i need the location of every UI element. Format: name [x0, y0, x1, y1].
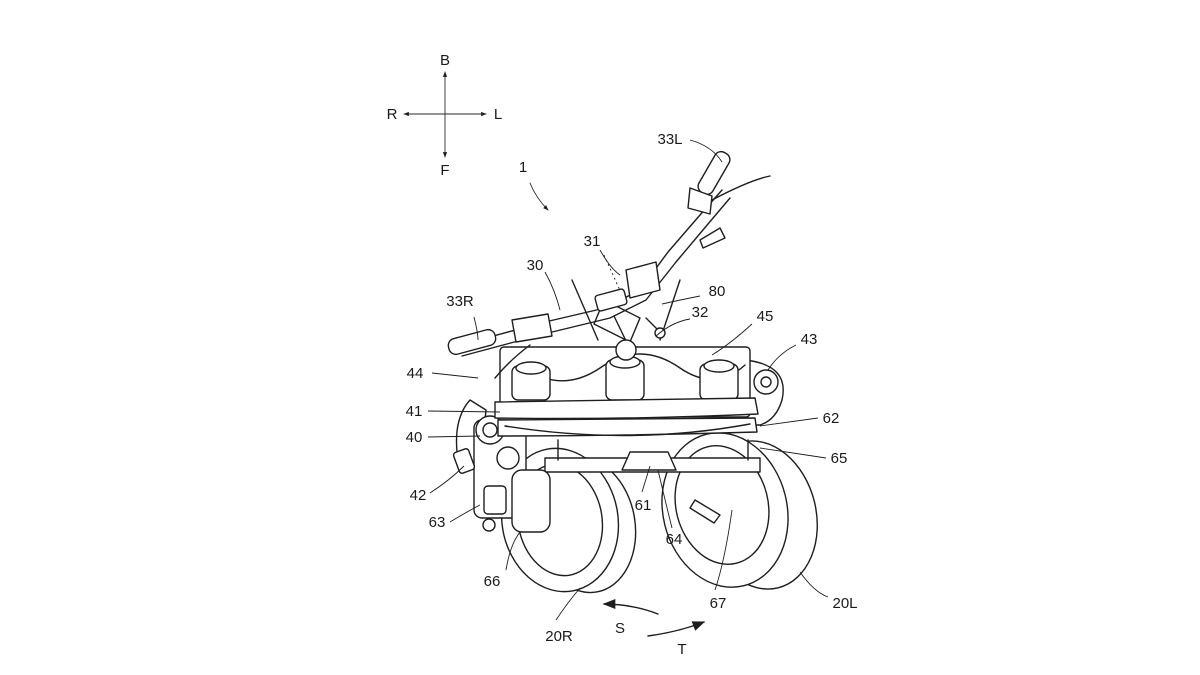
label-42: 42 — [410, 487, 427, 504]
label-44: 44 — [407, 365, 424, 382]
steering-stem — [571, 254, 681, 361]
leader-lines — [427, 139, 829, 621]
lateral-arms — [494, 397, 759, 437]
label-62: 62 — [823, 410, 840, 427]
label-66: 66 — [484, 573, 501, 590]
label-33r: 33R — [446, 293, 474, 310]
wheel-hub-mark — [689, 499, 721, 524]
left-front-wheel — [661, 432, 818, 590]
direction-compass: B F R L — [387, 52, 503, 179]
handlebar-clamp — [625, 261, 661, 299]
compass-back-label: B — [440, 52, 450, 69]
reference-labels: 33L 33R 30 31 80 32 45 43 44 41 40 42 63… — [406, 131, 858, 658]
left-lever — [711, 175, 771, 201]
label-31: 31 — [584, 233, 601, 250]
label-64: 64 — [666, 531, 683, 548]
arrow-s — [602, 598, 659, 615]
assembly-label: 1 — [519, 159, 527, 176]
assembly-reference: 1 — [519, 159, 549, 211]
label-63: 63 — [429, 514, 446, 531]
label-65: 65 — [831, 450, 848, 467]
handlebar — [447, 150, 771, 379]
label-41: 41 — [406, 403, 423, 420]
right-suspension-cluster — [452, 399, 551, 533]
lower-cross-member — [544, 439, 761, 473]
right-grip — [447, 328, 497, 356]
left-grip — [697, 150, 731, 196]
label-33l: 33L — [657, 131, 682, 148]
label-45: 45 — [757, 308, 774, 325]
compass-front-label: F — [440, 162, 449, 179]
label-40: 40 — [406, 429, 423, 446]
compass-left-label: L — [494, 106, 502, 123]
label-61: 61 — [635, 497, 652, 514]
label-67: 67 — [710, 595, 727, 612]
label-43: 43 — [801, 331, 818, 348]
assembly-leader-arrow — [529, 182, 549, 211]
label-80: 80 — [709, 283, 726, 300]
left-suspension-cluster — [744, 359, 784, 426]
rotation-arrows — [602, 598, 706, 637]
label-20r: 20R — [545, 628, 573, 645]
label-20l: 20L — [832, 595, 857, 612]
label-s: S — [615, 620, 625, 637]
label-30: 30 — [527, 257, 544, 274]
arrow-t — [647, 621, 706, 637]
steering-shaft-hidden-line — [603, 254, 623, 296]
label-32: 32 — [692, 304, 709, 321]
right-lever — [494, 344, 531, 379]
compass-right-label: R — [387, 106, 398, 123]
label-t: T — [677, 641, 686, 658]
